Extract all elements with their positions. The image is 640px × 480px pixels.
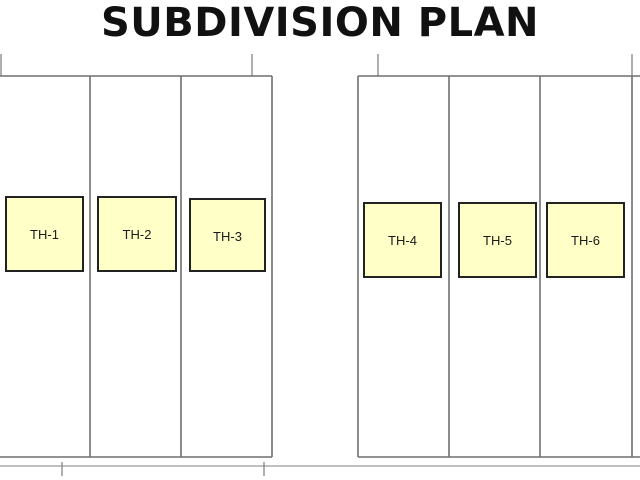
unit-box (458, 202, 537, 278)
unit-box (546, 202, 625, 278)
unit-th-1: TH-1 (5, 196, 84, 272)
unit-th-5: TH-5 (458, 202, 537, 278)
unit-label: TH-6 (571, 233, 600, 248)
unit-th-3: TH-3 (189, 198, 266, 272)
plan-title: SUBDIVISION PLAN (100, 0, 540, 46)
unit-th-4: TH-4 (363, 202, 442, 278)
unit-label: TH-1 (30, 227, 59, 242)
bottom-dimension-line (0, 462, 640, 476)
unit-box (5, 196, 84, 272)
unit-box (97, 196, 177, 272)
right-block (357, 54, 640, 458)
unit-label: TH-2 (123, 227, 152, 242)
unit-th-2: TH-2 (97, 196, 177, 272)
unit-label: TH-3 (213, 229, 242, 244)
unit-th-6: TH-6 (546, 202, 625, 278)
unit-label: TH-4 (388, 233, 417, 248)
unit-box (189, 198, 266, 272)
unit-box (363, 202, 442, 278)
unit-label: TH-5 (483, 233, 512, 248)
left-block (0, 54, 273, 458)
